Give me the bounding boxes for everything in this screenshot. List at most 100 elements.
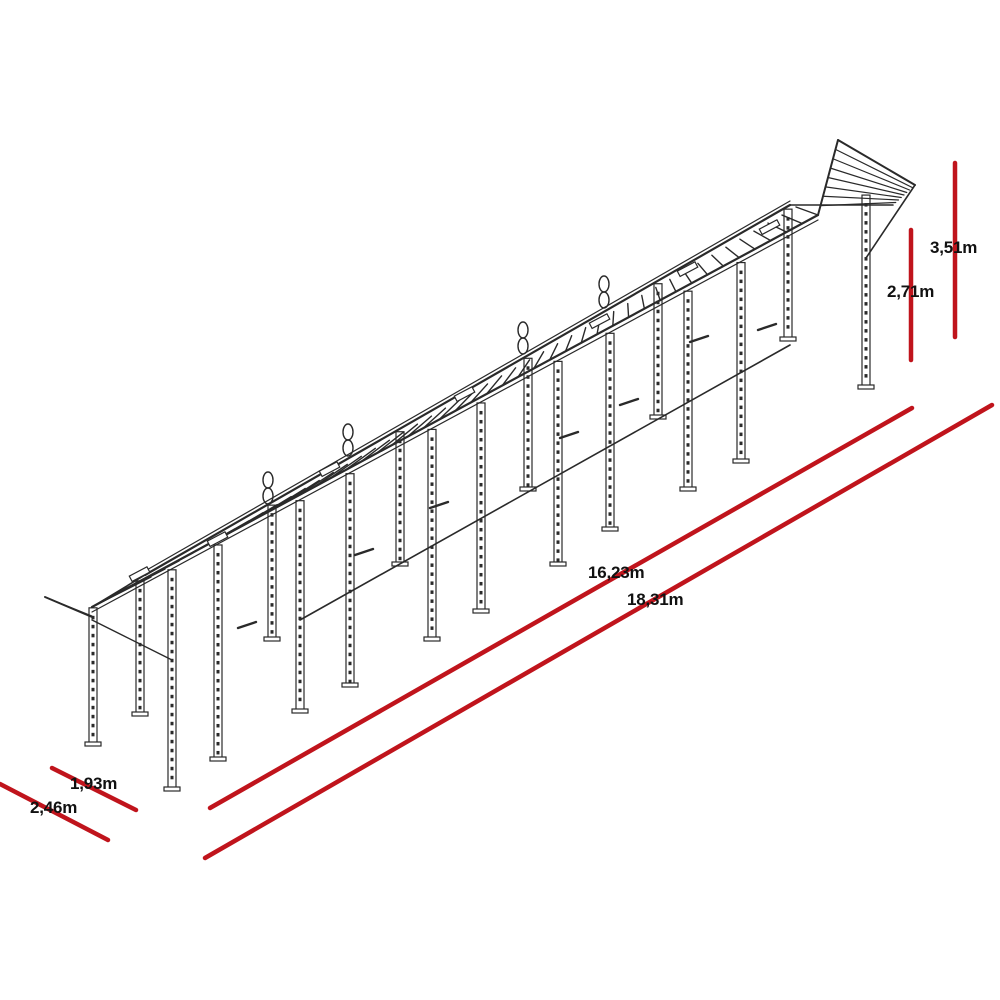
front-upright-5-hole <box>430 464 434 468</box>
rail-bracket <box>453 385 476 403</box>
back-upright-2-hole <box>138 705 142 710</box>
front-upright-9-hole <box>686 380 690 384</box>
roof-rung <box>627 302 630 318</box>
front-upright-1-hole <box>170 721 174 726</box>
front-upright-6-hole <box>479 482 483 487</box>
front-upright-1-hole <box>170 613 174 618</box>
front-upright-7-hole <box>556 513 560 517</box>
left-end-brace <box>91 619 173 661</box>
front-upright-5-hole <box>430 527 434 531</box>
dimension-label-length-inner: 16,23m <box>588 563 645 582</box>
back-upright-3-hole <box>270 612 274 616</box>
rail-bracket <box>758 218 781 236</box>
back-upright-2-hole <box>138 678 142 683</box>
front-upright-6-hole <box>479 536 483 541</box>
front-upright-11-hole <box>864 212 868 216</box>
back-upright-7-hole <box>786 289 790 293</box>
rail-group <box>90 200 820 613</box>
front-upright-9-hole <box>686 344 690 348</box>
front-upright-2-hole <box>216 606 220 611</box>
back-upright-1-hole <box>91 687 95 692</box>
front-upright-1-hole <box>170 586 174 591</box>
back-upright-4-hole <box>398 556 402 561</box>
back-upright-3-hole <box>270 567 274 571</box>
right-flare-rung <box>827 176 905 196</box>
back-upright-2-hole <box>138 597 142 602</box>
front-upright-3-hole <box>298 634 302 639</box>
roof-rung <box>725 246 740 259</box>
back-upright-4-hole <box>398 520 402 525</box>
front-upright-2-hole <box>216 723 220 728</box>
front-upright-4-hole <box>348 517 352 522</box>
front-upright-6-hole <box>479 419 483 424</box>
front-upright-2-hole <box>216 660 220 665</box>
front-upright-4-hole <box>348 679 352 684</box>
front-upright-3-hole <box>298 688 302 693</box>
right-flare-top <box>837 139 916 186</box>
front-upright-10-hole <box>739 396 743 401</box>
front-upright-10-hole <box>739 441 743 446</box>
rail-bracket <box>128 565 151 583</box>
front-upright-4-hole <box>348 652 352 657</box>
front-upright-1-hole <box>170 739 174 744</box>
front-upright-2-hole <box>216 705 220 710</box>
front-upright-8-hole <box>608 431 612 435</box>
pullup-handle <box>428 500 450 510</box>
back-upright-6-hole <box>656 390 660 395</box>
back-upright-5-hole <box>526 366 530 370</box>
ring-mount-icon <box>517 337 529 355</box>
back-upright-4-hole <box>398 466 402 471</box>
front-upright-8-hole <box>608 413 612 417</box>
front-upright-2-base-plate <box>209 756 227 762</box>
front-upright-4-hole <box>348 634 352 639</box>
front-upright-5-hole <box>430 599 434 603</box>
front-upright-5-hole <box>430 617 434 621</box>
front-upright-8-hole <box>608 485 612 489</box>
front-upright-6-hole <box>479 590 483 595</box>
right-flare-rung <box>822 195 900 201</box>
front-upright-9-hole <box>686 335 690 339</box>
back-upright-4-hole <box>398 493 402 498</box>
back-upright-3-hole <box>270 549 274 553</box>
roof-rung <box>548 343 559 361</box>
front-upright-6-hole <box>479 572 483 577</box>
front-upright-5-hole <box>430 572 434 576</box>
back-upright-2-hole <box>138 606 142 611</box>
front-upright-2-hole <box>216 552 220 557</box>
dimension-label-width-inner: 1,93m <box>70 774 118 793</box>
front-upright-5-hole <box>430 437 434 441</box>
back-upright-6-hole <box>656 399 660 404</box>
front-upright-5-hole <box>430 518 434 522</box>
back-upright-7-hole <box>786 217 790 221</box>
front-upright-9-hole <box>686 461 690 465</box>
end-section-group <box>44 139 916 661</box>
front-upright-11-hole <box>864 365 868 369</box>
front-upright-11-hole <box>864 239 868 243</box>
front-upright-4-hole <box>348 553 352 558</box>
front-upright-7-hole <box>556 432 560 436</box>
back-upright-4-hole <box>398 457 402 462</box>
front-upright-4-hole <box>348 526 352 531</box>
back-upright-3-hole <box>270 621 274 625</box>
front-upright-3-hole <box>298 544 302 549</box>
front-upright-6-hole <box>479 599 483 604</box>
front-upright-9-hole <box>686 434 690 438</box>
front-upright-4-hole <box>348 661 352 666</box>
front-upright-11-hole <box>864 338 868 342</box>
front-upright-9-hole <box>686 398 690 402</box>
back-upright-1-hole <box>91 732 95 737</box>
back-upright-1-hole <box>91 696 95 701</box>
roof-rung <box>655 286 661 301</box>
front-upright-11-hole <box>864 284 868 288</box>
front-upright-6-hole <box>479 527 483 532</box>
front-upright-3-hole <box>298 661 302 666</box>
back-upright-2-hole <box>138 588 142 593</box>
back-upright-5-hole <box>526 483 530 487</box>
front-upright-2-hole <box>216 561 220 566</box>
back-upright-7-hole <box>786 280 790 284</box>
ring-mount-icon <box>262 487 274 505</box>
front-upright-11-hole <box>864 347 868 351</box>
back-upright-6-hole <box>656 336 660 341</box>
back-upright-5-hole <box>526 474 530 478</box>
front-upright-11-hole <box>864 266 868 270</box>
